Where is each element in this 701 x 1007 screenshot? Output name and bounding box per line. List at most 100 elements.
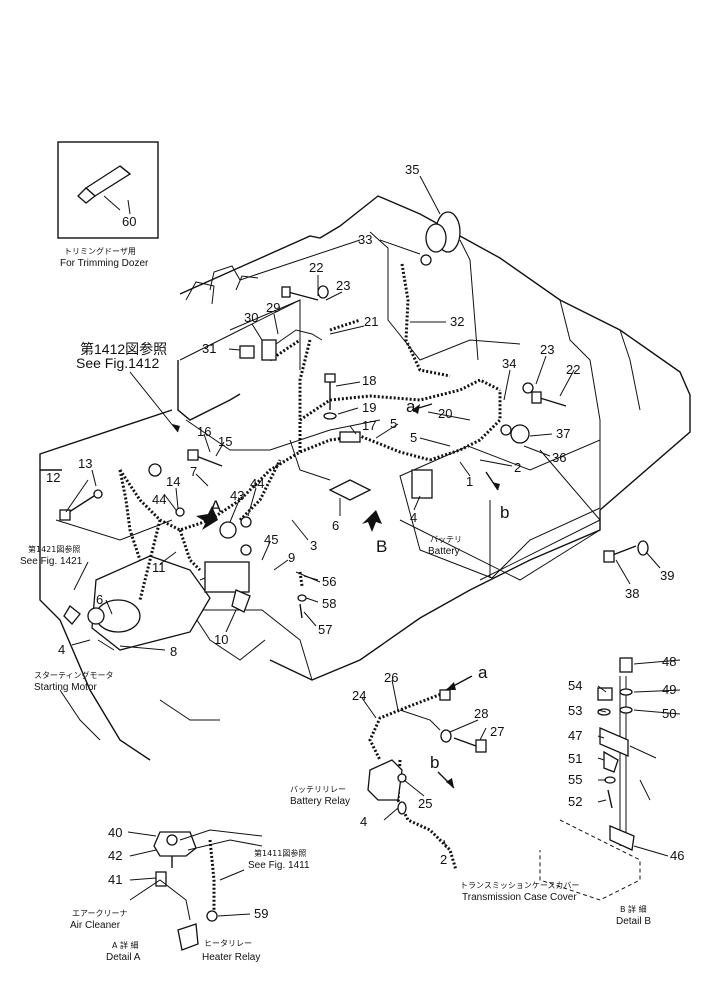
callout-44b: 44 (250, 476, 264, 491)
callout-4a: 4 (410, 510, 417, 525)
callout-50: 50 (662, 706, 676, 721)
callout-46: 46 (670, 848, 684, 863)
grease-tube-icon (77, 165, 132, 204)
caption-detail-b-en: Detail B (616, 916, 651, 927)
battery (399, 439, 601, 579)
caption-trim-jp: トリミングドーザ用 (64, 246, 136, 256)
callout-48: 48 (662, 654, 676, 669)
callout-numbers: 35 33 22 23 29 30 21 32 31 18 19 17 34 2… (46, 162, 684, 921)
callout-22b: 22 (566, 362, 580, 377)
callout-53: 53 (568, 703, 582, 718)
callout-11: 11 (152, 560, 166, 575)
caption-heater-jp: ヒータリレー (204, 939, 252, 948)
callout-54: 54 (568, 678, 582, 693)
callout-6b: 6 (96, 592, 103, 607)
callout-2b: 2 (440, 852, 447, 867)
caption-fig1412-en: See Fig.1412 (76, 355, 159, 371)
callout-17: 17 (362, 418, 376, 433)
captions: トリミングドーザ用 For Trimming Dozer 第1412図参照 Se… (20, 246, 651, 963)
bolts-and-clamps (59, 285, 649, 651)
callout-3: 3 (310, 538, 317, 553)
battery-relay-icon (367, 759, 403, 801)
callout-49: 49 (662, 682, 676, 697)
callout-28: 28 (474, 706, 488, 721)
ref-b-lower: b (430, 753, 439, 772)
detail-a (129, 829, 263, 951)
callout-56: 56 (322, 574, 336, 589)
caption-trans-en: Transmission Case Cover (462, 892, 577, 903)
callout-1: 1 (466, 474, 473, 489)
ref-view-a: A (210, 497, 222, 516)
caption-detail-a-en: Detail A (106, 952, 141, 963)
callout-20: 20 (438, 406, 452, 421)
ref-a-upper: a (406, 397, 416, 416)
callout-8: 8 (170, 644, 177, 659)
caption-fig1411-en: See Fig. 1411 (248, 860, 310, 871)
callout-45: 45 (264, 532, 278, 547)
callout-2: 2 (514, 460, 521, 475)
callout-39: 39 (660, 568, 674, 583)
arrows (73, 371, 500, 881)
caption-battery-en: Battery (428, 546, 460, 557)
caption-relay-jp: バッテリリレー (290, 785, 346, 794)
callout-44a: 44 (152, 492, 166, 507)
caption-detail-a-jp: A 詳 細 (112, 940, 139, 950)
caption-detail-b-jp: B 詳 細 (620, 904, 647, 914)
caption-fig1412-jp: 第1412図参照 (80, 341, 167, 357)
callout-52: 52 (568, 794, 582, 809)
wiring-harness (118, 263, 502, 601)
callout-30: 30 (244, 310, 258, 325)
callout-35: 35 (405, 162, 419, 177)
caption-fig1411-jp: 第1411図参照 (254, 848, 306, 858)
caption-starter-en: Starting Motor (34, 682, 97, 693)
callout-57: 57 (318, 622, 332, 637)
reference-letters: a b a b A B (210, 397, 509, 772)
callout-14: 14 (166, 474, 180, 489)
caption-fig1421-jp: 第1421図参照 (28, 544, 80, 554)
callout-23b: 23 (540, 342, 554, 357)
callout-4c: 4 (360, 814, 367, 829)
callout-32: 32 (450, 314, 464, 329)
callout-5a: 5 (390, 416, 397, 431)
callout-29: 29 (266, 300, 280, 315)
callout-33: 33 (358, 232, 372, 247)
callout-37: 37 (556, 426, 570, 441)
trimming-dozer-inset (57, 141, 159, 239)
callout-19: 19 (362, 400, 376, 415)
battery-relay-assembly (367, 689, 487, 871)
ref-a-lower: a (478, 663, 488, 682)
ref-view-b: B (376, 537, 387, 556)
callout-15: 15 (218, 434, 232, 449)
ref-b-upper: b (500, 503, 509, 522)
callout-16: 16 (197, 424, 211, 439)
callout-34: 34 (502, 356, 516, 371)
callout-60: 60 (122, 214, 136, 229)
caption-battery-jp: バッテリ (430, 535, 462, 544)
callout-47: 47 (568, 728, 582, 743)
callout-42: 42 (108, 848, 122, 863)
callout-38: 38 (625, 586, 639, 601)
callout-23: 23 (336, 278, 350, 293)
callout-55: 55 (568, 772, 582, 787)
caption-air-jp: エアークリーナ (72, 909, 128, 918)
caption-heater-en: Heater Relay (202, 952, 260, 963)
callout-36: 36 (552, 450, 566, 465)
caption-relay-en: Battery Relay (290, 796, 350, 807)
callout-10: 10 (214, 632, 228, 647)
callout-26: 26 (384, 670, 398, 685)
callout-5b: 5 (410, 430, 417, 445)
callout-24: 24 (352, 688, 366, 703)
callout-18: 18 (362, 373, 376, 388)
heater-relay-icon (177, 923, 199, 951)
view-b-arrow (362, 510, 382, 532)
callout-9: 9 (288, 550, 295, 565)
caption-starter-jp: スターティングモータ (34, 670, 114, 680)
callout-27: 27 (490, 724, 504, 739)
detail-b (539, 657, 657, 901)
callout-4b: 4 (58, 642, 65, 657)
callout-40: 40 (108, 825, 122, 840)
view-a-arrow (196, 506, 218, 530)
callout-59: 59 (254, 906, 268, 921)
callout-13: 13 (78, 456, 92, 471)
